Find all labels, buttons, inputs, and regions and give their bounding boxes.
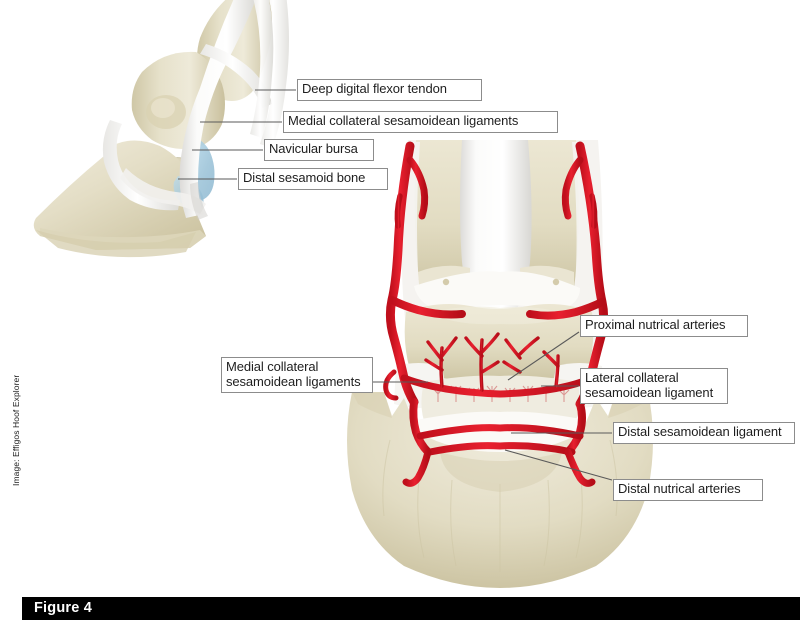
left-artery-branch-short <box>394 193 403 229</box>
left-arch-terminal-loop <box>402 448 432 487</box>
label-deep-digital-flexor-tendon[interactable]: Deep digital flexor tendon <box>297 79 482 101</box>
label-navicular-bursa[interactable]: Navicular bursa <box>264 139 374 161</box>
label-distal-nutrical-arteries[interactable]: Distal nutrical arteries <box>613 479 763 501</box>
distal-nutrical-arch-lower <box>426 442 576 456</box>
left-artery-branch-upper <box>406 156 429 220</box>
figure-caption-text: Figure 4 <box>34 600 92 616</box>
coffin-bone-notch-left <box>352 392 392 418</box>
proximal-arterial-arch-left <box>388 296 466 319</box>
dorsal-long-pastern-left <box>414 140 470 293</box>
proximal-nutrical-arch <box>400 374 596 398</box>
lateral-coffin-bone <box>33 140 206 250</box>
collateral-ligament-band-2 <box>250 0 274 138</box>
figure-caption-bar: Figure 4 <box>22 597 800 620</box>
lateral-hoof-section <box>33 0 289 258</box>
label-medial-collateral-sesamoidean-ligaments-top[interactable]: Medial collateral sesamoidean ligaments <box>283 111 558 133</box>
left-edge-loop <box>383 369 399 401</box>
right-artery-branch-upper <box>561 156 584 220</box>
distal-nutrical-arch-upper <box>416 424 584 440</box>
lower-flexor-band <box>120 168 206 214</box>
impar-ligament-strap <box>102 120 180 211</box>
dorsal-foramen-left <box>442 278 450 286</box>
right-artery-branch-short <box>589 193 598 229</box>
lateral-shadow <box>190 182 208 220</box>
dorsal-condyle-joint <box>414 271 580 310</box>
right-descending-artery <box>564 400 586 456</box>
left-descending-artery <box>409 398 432 456</box>
lateral-condyle-highlight <box>151 98 175 118</box>
collateral-ligament-band-3 <box>260 0 289 148</box>
label-distal-sesamoid-bone[interactable]: Distal sesamoid bone <box>238 168 388 190</box>
label-distal-sesamoidean-ligament[interactable]: Distal sesamoidean ligament <box>613 422 795 444</box>
coffin-bone-ridges <box>382 439 618 572</box>
proximal-arterial-arch-right <box>526 298 606 320</box>
label-medial-collateral-sesamoidean-ligaments-main[interactable]: Medial collateral sesamoidean ligaments <box>221 357 373 393</box>
label-lateral-collateral-sesamoidean-ligament[interactable]: Lateral collateral sesamoidean ligament <box>580 368 728 404</box>
label-proximal-nutrical-arteries[interactable]: Proximal nutrical arteries <box>580 315 748 337</box>
image-credit: Image: Effigos Hoof Explorer <box>11 374 21 486</box>
dorsal-long-pastern-right <box>520 140 579 293</box>
distal-nutrical-arteries <box>440 410 568 437</box>
proximal-arch-twigs <box>428 386 558 408</box>
dorsal-navicular-vasculature <box>347 140 653 588</box>
medial-collateral-sesamoidean-ligaments <box>200 44 272 108</box>
lateral-hoof-sole <box>36 230 196 258</box>
dorsal-foramen-right <box>552 278 560 286</box>
